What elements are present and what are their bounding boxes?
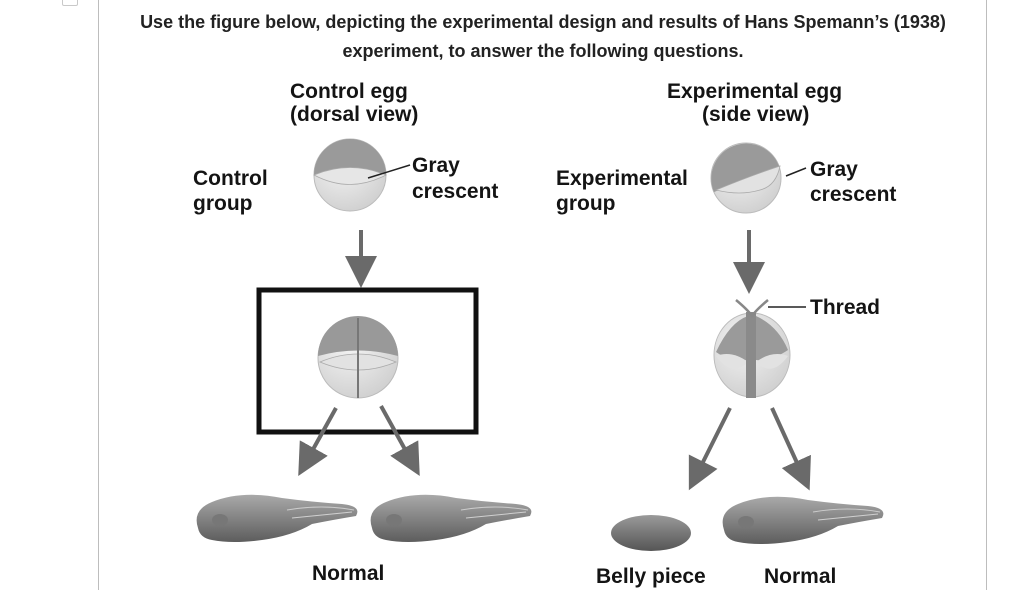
control-crescent-label-2: crescent [412,180,498,203]
control-egg [313,138,387,212]
experimental-tadpole [722,496,884,544]
question-line-2: experiment, to answer the following ques… [342,41,744,61]
experimental-crescent-pointer [785,167,807,177]
experimental-result-label: Normal [764,565,836,588]
experimental-egg [710,142,782,214]
question-line-1: Use the figure below, depicting the expe… [140,12,946,32]
experimental-crescent-label: Gray [810,158,858,181]
highlight-box [256,287,479,435]
control-egg-view: (dorsal view) [290,103,418,126]
control-tadpole-right [370,494,532,542]
experimental-left-arrow [688,407,732,491]
control-tadpole-left [196,494,358,542]
experimental-right-arrow [770,407,811,491]
experimental-group-label: Experimental [556,167,688,190]
belly-piece [611,515,691,551]
content-left-border [98,0,99,590]
experimental-egg-view: (side view) [702,103,809,126]
control-result-label: Normal [312,562,384,585]
question-prompt: Use the figure below, depicting the expe… [100,8,986,66]
content-right-border [986,0,987,590]
control-right-arrow [379,405,420,476]
thread-label: Thread [810,296,880,319]
document-icon[interactable] [62,0,78,6]
control-crescent-pointer [367,164,411,179]
control-crescent-label: Gray [412,154,460,177]
control-egg-title: Control egg [290,80,408,103]
experimental-egg-title: Experimental egg [667,80,842,103]
thread [735,299,769,319]
control-group-label-2: group [193,192,252,215]
experimental-tied-embryo [713,312,791,398]
experimental-crescent-label-2: crescent [810,183,896,206]
control-group-label: Control [193,167,268,190]
control-two-cell-embryo [317,316,399,399]
belly-piece-label: Belly piece [596,565,706,588]
experimental-group-label-2: group [556,192,615,215]
control-left-arrow [298,407,338,476]
